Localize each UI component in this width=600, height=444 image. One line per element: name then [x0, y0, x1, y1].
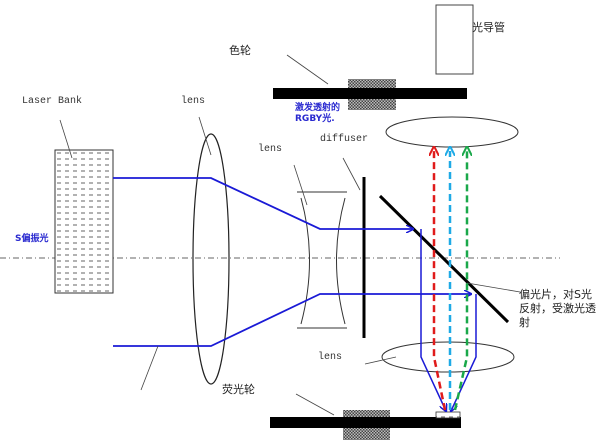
laser-bank	[54, 149, 114, 294]
laser-bank-label: Laser Bank	[22, 95, 82, 107]
rgby-label-line1: 激发透射的	[295, 101, 340, 113]
reflected-beam-left	[420, 229, 446, 411]
lower-lens	[381, 341, 515, 373]
reflected-beam-right	[451, 294, 477, 411]
phosphor-spot	[435, 411, 461, 419]
s-polarized-label: S偏振光	[15, 232, 48, 244]
light-pipe-label: 光导管	[472, 20, 505, 34]
polarizer-label-line2: 反射，受激光透	[519, 301, 596, 315]
laser-beam-leader	[140, 345, 159, 391]
lens-1	[192, 133, 230, 385]
color-wheel-label: 色轮	[229, 43, 251, 57]
lens-3-label: lens	[318, 351, 342, 363]
upper-lens	[385, 116, 519, 148]
phosphor-wheel-bar-overlay	[270, 417, 461, 428]
polarizer-label-line1: 偏光片，对S光	[519, 287, 592, 301]
polarizer-label-line3: 射	[519, 315, 530, 329]
lens-3-leader	[364, 356, 397, 365]
red-light-beam	[434, 151, 447, 411]
lens-2-leader	[293, 164, 308, 206]
light-pipe	[435, 4, 474, 75]
laser-bank-leader	[59, 119, 73, 159]
diffuser-label: diffuser	[320, 133, 368, 145]
lens-1-leader	[198, 116, 212, 156]
rgby-label-line2: RGBY光.	[295, 112, 335, 124]
laser-beam-lower	[113, 294, 471, 347]
laser-beam-upper	[113, 177, 413, 229]
lens-1-label: lens	[181, 95, 205, 107]
polarizer-leader	[466, 282, 521, 293]
diffuser-leader	[342, 157, 361, 191]
color-wheel-leader	[286, 54, 329, 85]
polarizer	[378, 194, 510, 324]
lens-2-label: lens	[258, 143, 282, 155]
phosphor-wheel-leader	[295, 393, 335, 416]
lens-2	[297, 191, 347, 329]
green-light-beam	[453, 151, 467, 411]
color-wheel-bar-overlay	[273, 88, 467, 99]
phosphor-wheel-label: 荧光轮	[222, 382, 255, 396]
